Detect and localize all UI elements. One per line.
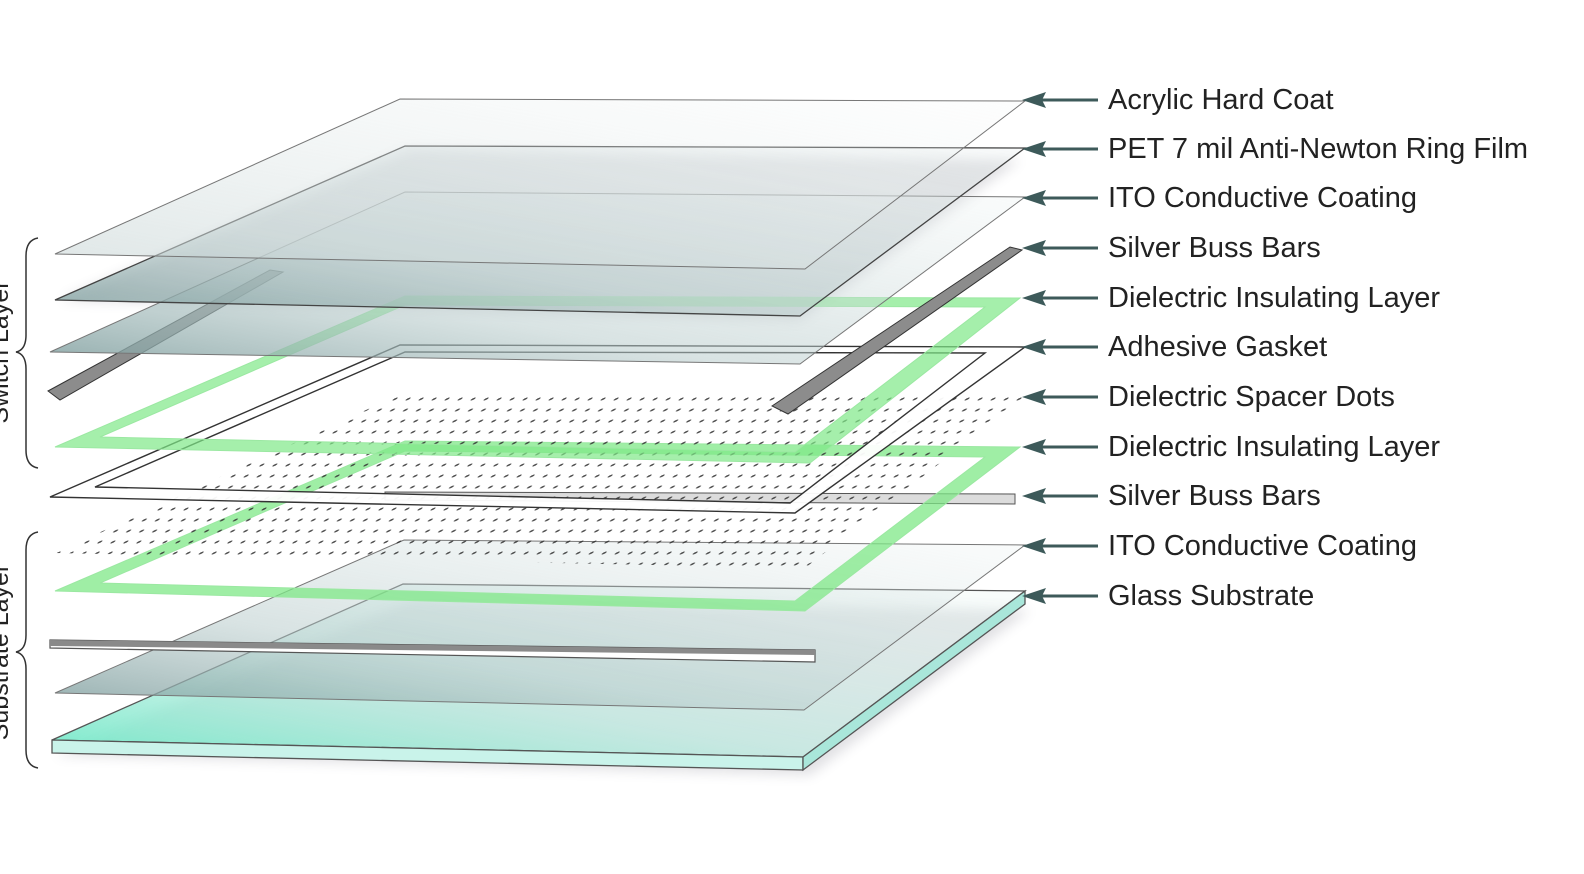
label-silver-buss-lower: Silver Buss Bars: [1108, 480, 1321, 512]
leader-arrow-head: [1022, 92, 1046, 108]
leader-arrow-head: [1022, 439, 1046, 455]
label-ito-upper: ITO Conductive Coating: [1108, 182, 1417, 214]
leader-arrow-head: [1022, 240, 1046, 256]
label-adhesive-gasket: Adhesive Gasket: [1108, 331, 1327, 363]
leader-arrow-head: [1022, 190, 1046, 206]
group-brackets: [15, 237, 39, 769]
substrate-layer-label: Substrate Layer: [0, 564, 14, 741]
label-pet-film: PET 7 mil Anti-Newton Ring Film: [1108, 133, 1528, 165]
leader-arrows: [1022, 92, 1098, 604]
leader-arrow-head: [1022, 538, 1046, 554]
label-silver-buss-upper: Silver Buss Bars: [1108, 232, 1321, 264]
leader-arrow-head: [1022, 339, 1046, 355]
label-acrylic-hard-coat: Acrylic Hard Coat: [1108, 84, 1334, 116]
label-glass-substrate: Glass Substrate: [1108, 580, 1314, 612]
leader-arrow-head: [1022, 141, 1046, 157]
layer-spacer-dots: [55, 392, 1025, 568]
leader-arrow-head: [1022, 290, 1046, 306]
label-ito-lower: ITO Conductive Coating: [1108, 530, 1417, 562]
leader-arrow-head: [1022, 488, 1046, 504]
switch-layer-label: Switch Layer: [0, 280, 14, 423]
switch-layer-brace: [15, 237, 39, 469]
label-dielectric-upper: Dielectric Insulating Layer: [1108, 282, 1440, 314]
leader-arrow-head: [1022, 588, 1046, 604]
substrate-layer-brace: [15, 531, 39, 769]
label-spacer-dots: Dielectric Spacer Dots: [1108, 381, 1395, 413]
label-dielectric-lower: Dielectric Insulating Layer: [1108, 431, 1440, 463]
leader-arrow-head: [1022, 389, 1046, 405]
layer-labels: Acrylic Hard Coat PET 7 mil Anti-Newton …: [1108, 84, 1528, 612]
